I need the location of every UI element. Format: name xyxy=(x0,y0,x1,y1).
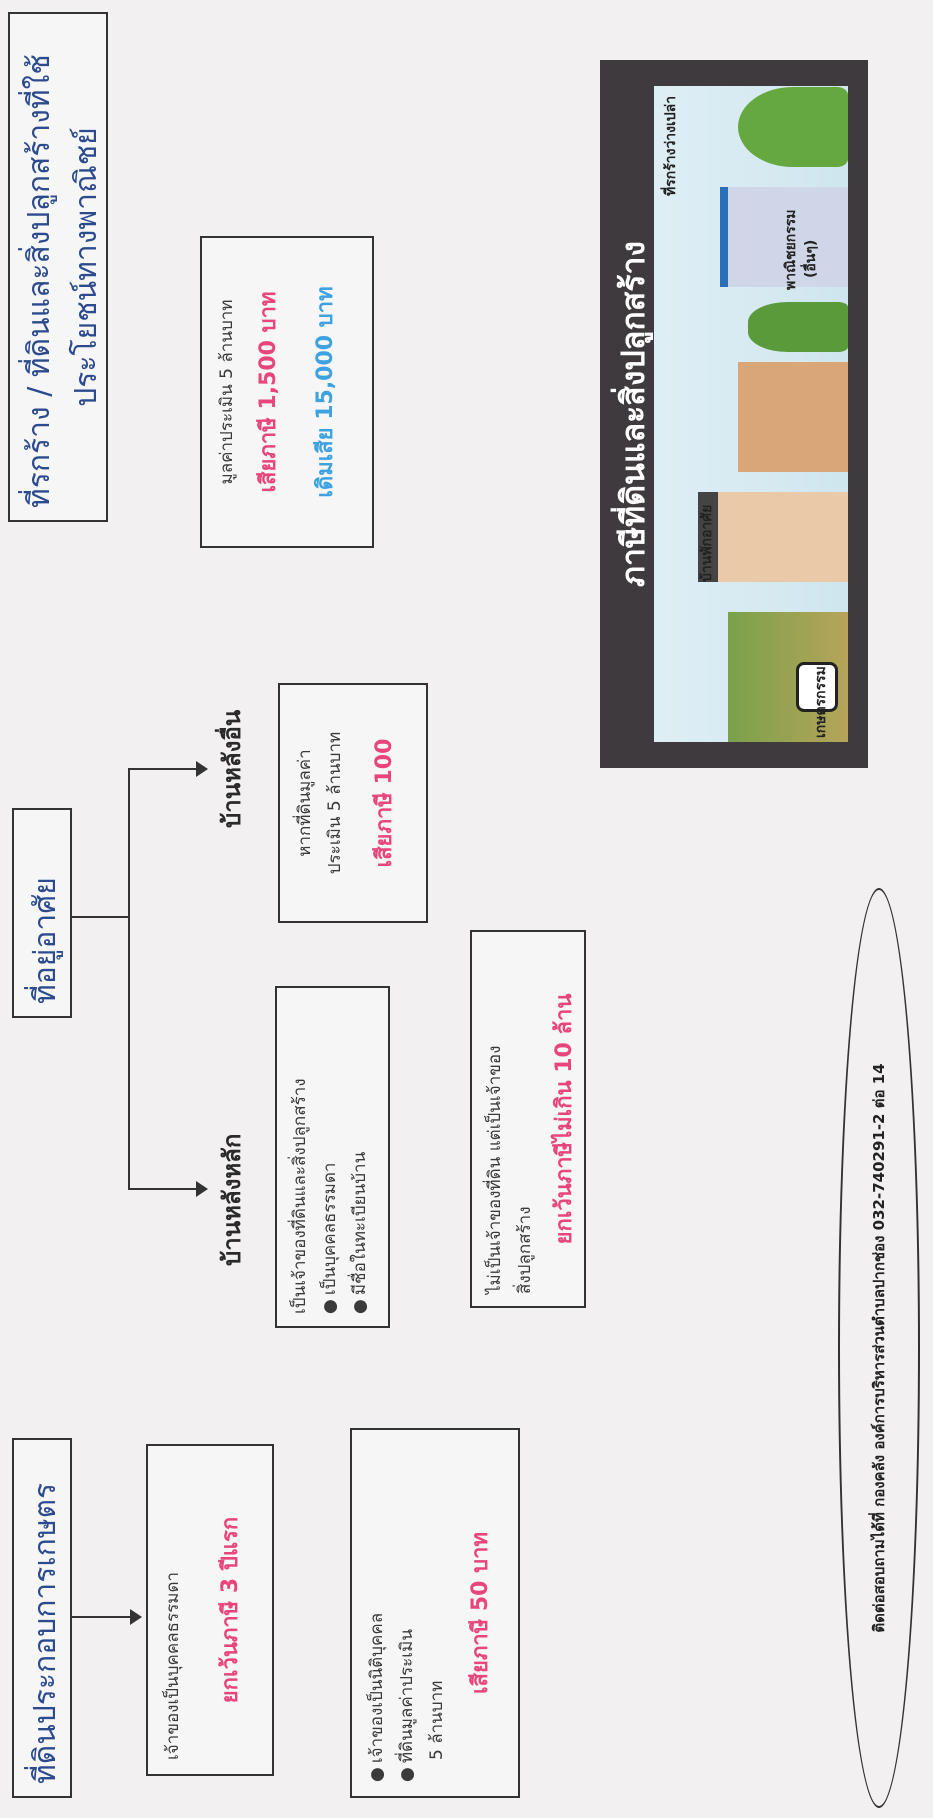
illustration-scene xyxy=(654,86,848,742)
main-house-box1: เป็นเจ้าของที่ดินและสิ่งปลูกสร้าง เป็นบุ… xyxy=(275,986,390,1328)
caption-agriculture: เกษตรกรรม xyxy=(813,666,829,738)
agri-arrow xyxy=(130,1609,142,1625)
commercial-box-extra: เดิมเสีย 15,000 บาท xyxy=(313,286,338,498)
main-box1-line1: เป็นเจ้าของที่ดินและสิ่งปลูกสร้าง xyxy=(290,1078,310,1314)
residential-header: ที่อยู่อาศัย xyxy=(28,877,63,1004)
contact-text: ติดต่อสอบถามได้ที่ กองคลัง องค์การบริหาร… xyxy=(870,1063,888,1633)
agri-connector xyxy=(72,1616,130,1618)
res-connector-h xyxy=(128,770,130,1190)
main-box1-b1: เป็นบุคคลธรรมดา xyxy=(315,1000,345,1314)
land-building-tax-illustration: ภาษีที่ดินและสิ่งปลูกสร้าง เกษตรกรรม บ้า… xyxy=(600,60,868,768)
agri-box1-tax: ยกเว้นภาษี 3 ปีแรก xyxy=(218,1516,243,1704)
res-connector-left xyxy=(128,1188,198,1190)
residential-header-box: ที่อยู่อาศัย xyxy=(12,808,72,1018)
commercial-box: มูลค่าประเมิน 5 ล้านบาท เสียภาษี 1,500 บ… xyxy=(200,236,374,548)
agri-box1-line1: เจ้าของเป็นบุคคลธรรมดา xyxy=(163,1571,183,1760)
agri-box2-b1: เจ้าของเป็นนิติบุคคล xyxy=(362,1444,392,1782)
main-house-box2: ไม่เป็นเจ้าของที่ดิน แต่เป็นเจ้าของ สิ่ง… xyxy=(470,930,586,1308)
tree-image xyxy=(748,302,848,352)
main-box2-line1: ไม่เป็นเจ้าของที่ดิน แต่เป็นเจ้าของ xyxy=(485,1045,505,1294)
trees-image xyxy=(738,87,848,167)
agri-box2-b2b: 5 ล้านบาท xyxy=(427,1680,447,1760)
res-arrow-right xyxy=(196,761,208,777)
main-house-title: บ้านหลังหลัก xyxy=(218,1133,246,1266)
other-house-title: บ้านหลังอื่น xyxy=(218,709,246,828)
contact-footer: ติดต่อสอบถามได้ที่ กองคลัง องค์การบริหาร… xyxy=(838,888,920,1808)
agri-box2-tax: เสียภาษี 50 บาท xyxy=(468,1532,493,1694)
agri-box-individual: เจ้าของเป็นบุคคลธรรมดา ยกเว้นภาษี 3 ปีแร… xyxy=(146,1444,274,1776)
caption-residence: บ้านพักอาศัย xyxy=(699,504,715,582)
agri-box2-b2: ที่ดินมูลค่าประเมิน xyxy=(392,1444,422,1782)
res-arrow-left xyxy=(196,1181,208,1197)
res-connector-right xyxy=(128,768,198,770)
caption-commercial-other: (อื่นๆ) xyxy=(803,239,819,278)
other-box-line2: ประเมิน 5 ล้านบาท xyxy=(325,731,345,875)
caption-commercial: พาณิชยกรรม xyxy=(783,209,799,290)
main-box2-tax: ยกเว้นภาษีไม่เกิน 10 ล้าน xyxy=(552,993,577,1245)
agri-box-juristic: เจ้าของเป็นนิติบุคคล ที่ดินมูลค่าประเมิน… xyxy=(350,1428,520,1798)
other-box-line1: หากที่ดินมูลค่า xyxy=(295,749,315,857)
house-image xyxy=(738,362,848,472)
agri-header: ที่ดินประกอบการเกษตร xyxy=(28,1482,63,1784)
commercial-box-line1: มูลค่าประเมิน 5 ล้านบาท xyxy=(217,299,237,485)
res-connector-v xyxy=(72,916,128,918)
other-house-box: หากที่ดินมูลค่า ประเมิน 5 ล้านบาท เสียภา… xyxy=(278,683,428,923)
commercial-header-line2: ประโยชน์ทางพาณิชย์ xyxy=(69,127,104,407)
building-image xyxy=(698,492,848,582)
commercial-header-box: ที่รกร้าง / ที่ดินและสิ่งปลูกสร้างที่ใช้… xyxy=(8,12,108,522)
main-box2-line2: สิ่งปลูกสร้าง xyxy=(515,1206,535,1294)
main-box1-b2: มีชื่อในทะเบียนบ้าน xyxy=(345,1000,375,1314)
illustration-title: ภาษีที่ดินและสิ่งปลูกสร้าง xyxy=(614,240,652,588)
commercial-header-line1: ที่รกร้าง / ที่ดินและสิ่งปลูกสร้างที่ใช้ xyxy=(22,54,57,508)
agri-header-box: ที่ดินประกอบการเกษตร xyxy=(12,1438,72,1798)
other-box-tax: เสียภาษี 100 xyxy=(372,738,397,868)
commercial-box-tax: เสียภาษี 1,500 บาท xyxy=(256,291,281,493)
caption-vacant: ที่รกร้างว่างเปล่า xyxy=(663,95,679,196)
